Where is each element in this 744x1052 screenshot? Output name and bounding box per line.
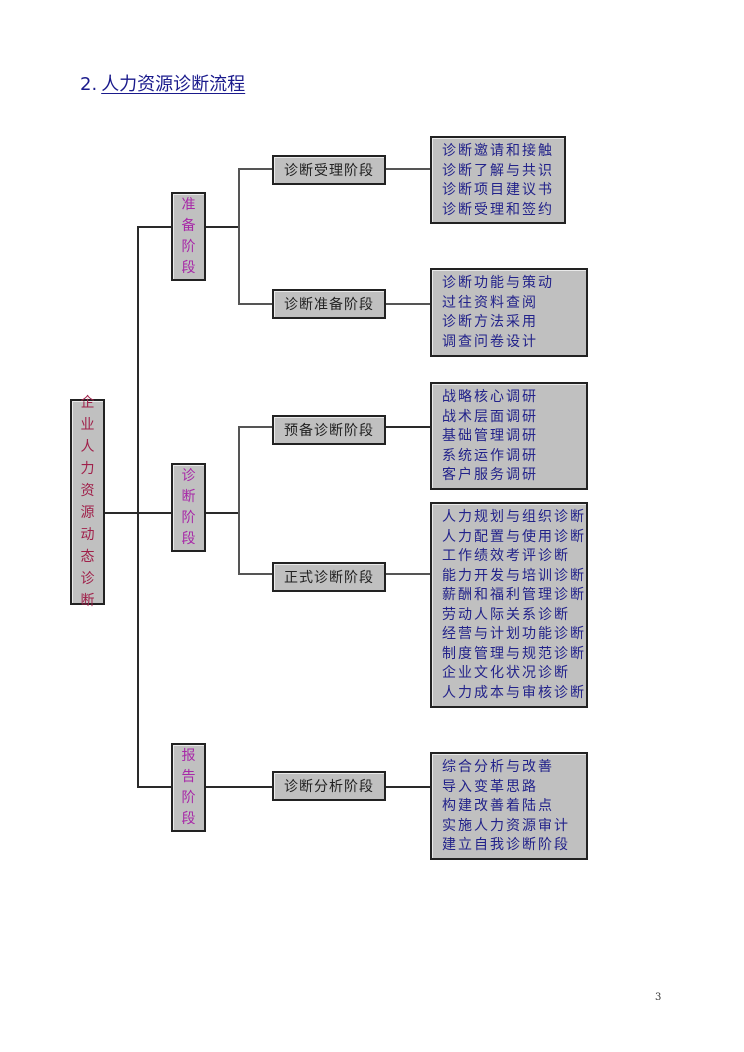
detail-item: 诊断方法采用 xyxy=(442,314,538,330)
root-char: 人 xyxy=(80,439,95,455)
detail-list: 战略核心调研 战术层面调研 基础管理调研 系统运作调研 客户服务调研 xyxy=(430,382,588,490)
detail-item: 过往资料查阅 xyxy=(442,294,538,311)
connector-phase-3-out xyxy=(205,786,273,788)
detail-item: 工作绩效考评诊断 xyxy=(442,548,570,564)
connector-phase-2-out xyxy=(205,512,239,514)
detail-item: 建立自我诊断阶段 xyxy=(442,837,570,853)
stage-node: 诊断受理阶段 xyxy=(272,155,386,185)
phase-char: 阶 xyxy=(181,238,196,255)
phase-node-preparation: 准 备 阶 段 xyxy=(171,192,206,281)
phase-char: 准 xyxy=(181,196,196,213)
detail-item: 诊断项目建议书 xyxy=(442,182,554,198)
section-number: 2. xyxy=(80,74,98,95)
connector-stage-4-out xyxy=(385,573,431,575)
phase-node-report: 报 告 阶 段 xyxy=(171,743,206,832)
detail-item: 劳动人际关系诊断 xyxy=(442,606,570,623)
connector-phase-2-trunk xyxy=(238,426,240,574)
connector-to-phase-2 xyxy=(137,512,171,514)
stage-node: 预备诊断阶段 xyxy=(272,415,386,445)
detail-item: 人力成本与审核诊断 xyxy=(442,684,586,701)
detail-item: 客户服务调研 xyxy=(442,467,538,483)
connector-to-stage-4 xyxy=(238,573,273,575)
root-char: 源 xyxy=(80,505,95,521)
detail-item: 诊断了解与共识 xyxy=(442,162,554,179)
root-char: 力 xyxy=(80,461,95,477)
detail-item: 薪酬和福利管理诊断 xyxy=(442,587,586,603)
detail-item: 人力配置与使用诊断 xyxy=(442,528,586,545)
phase-char: 段 xyxy=(181,810,196,827)
detail-item: 能力开发与培训诊断 xyxy=(442,567,586,584)
section-title: 人力资源诊断流程 xyxy=(101,74,246,95)
detail-item: 导入变革思路 xyxy=(442,778,538,795)
root-char: 诊 xyxy=(80,571,95,587)
detail-item: 诊断功能与策动 xyxy=(442,275,554,291)
root-char: 资 xyxy=(80,483,95,499)
connector-phase-1-out xyxy=(205,226,239,228)
detail-item: 战略核心调研 xyxy=(442,389,538,405)
detail-item: 经营与计划功能诊断 xyxy=(442,626,586,642)
phase-node-diagnosis: 诊 断 阶 段 xyxy=(171,463,206,552)
phase-char: 报 xyxy=(181,747,196,764)
page-number: 3 xyxy=(655,992,662,1003)
connector-to-stage-1 xyxy=(238,168,273,170)
detail-list: 诊断功能与策动 过往资料查阅 诊断方法采用 调查问卷设计 xyxy=(430,268,588,357)
detail-item: 企业文化状况诊断 xyxy=(442,665,570,681)
detail-item: 调查问卷设计 xyxy=(442,333,538,350)
stage-node: 正式诊断阶段 xyxy=(272,562,386,592)
root-char: 断 xyxy=(80,593,95,609)
phase-char: 段 xyxy=(181,530,196,547)
connector-phase-1-trunk xyxy=(238,168,240,304)
phase-char: 阶 xyxy=(181,509,196,526)
phase-char: 断 xyxy=(181,488,196,505)
phase-char: 告 xyxy=(181,768,196,785)
root-char: 业 xyxy=(80,417,95,433)
detail-list: 诊断邀请和接触 诊断了解与共识 诊断项目建议书 诊断受理和签约 xyxy=(430,136,566,224)
root-node: 企 业 人 力 资 源 动 态 诊 断 xyxy=(70,395,105,609)
stage-node: 诊断分析阶段 xyxy=(272,771,386,801)
connector-root-out xyxy=(104,512,138,514)
detail-list: 综合分析与改善 导入变革思路 构建改善着陆点 实施人力资源审计 建立自我诊断阶段 xyxy=(430,752,588,860)
connector-stage-3-out xyxy=(385,426,431,428)
phase-char: 备 xyxy=(181,217,196,234)
root-char: 企 xyxy=(80,395,95,411)
phase-char: 阶 xyxy=(181,789,196,806)
page-title: 2.人力资源诊断流程 xyxy=(80,70,245,96)
phase-char: 段 xyxy=(181,259,196,276)
connector-to-stage-3 xyxy=(238,426,273,428)
root-char: 动 xyxy=(80,527,95,543)
root-char: 态 xyxy=(80,549,95,565)
detail-item: 系统运作调研 xyxy=(442,447,538,464)
connector-to-phase-3 xyxy=(137,786,171,788)
connector-to-phase-1 xyxy=(137,226,171,228)
detail-item: 综合分析与改善 xyxy=(442,759,554,775)
detail-item: 基础管理调研 xyxy=(442,428,538,444)
detail-item: 制度管理与规范诊断 xyxy=(442,645,586,662)
detail-item: 诊断受理和签约 xyxy=(442,201,554,218)
connector-stage-2-out xyxy=(385,303,431,305)
phase-char: 诊 xyxy=(181,467,196,484)
connector-root-trunk xyxy=(137,226,139,787)
detail-list: 人力规划与组织诊断 人力配置与使用诊断 工作绩效考评诊断 能力开发与培训诊断 薪… xyxy=(430,502,588,708)
detail-item: 实施人力资源审计 xyxy=(442,817,570,834)
detail-item: 诊断邀请和接触 xyxy=(442,143,554,159)
connector-stage-1-out xyxy=(385,168,431,170)
detail-item: 人力规划与组织诊断 xyxy=(442,509,586,525)
stage-node: 诊断准备阶段 xyxy=(272,289,386,319)
detail-item: 构建改善着陆点 xyxy=(442,798,554,814)
connector-stage-5-out xyxy=(385,786,431,788)
detail-item: 战术层面调研 xyxy=(442,408,538,425)
connector-to-stage-2 xyxy=(238,303,273,305)
